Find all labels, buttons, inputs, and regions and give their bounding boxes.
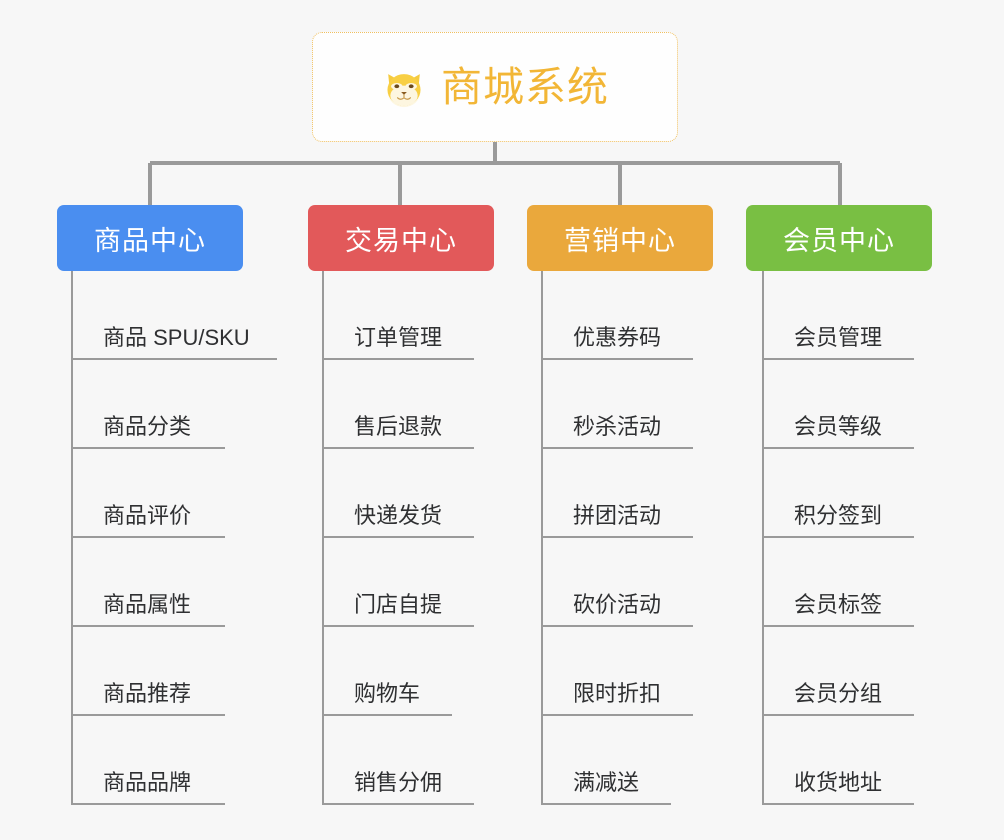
leaf-item[interactable]: 积分签到 xyxy=(746,449,946,538)
leaf-item[interactable]: 限时折扣 xyxy=(527,627,727,716)
leaf-item[interactable]: 订单管理 xyxy=(308,271,508,360)
leaf-label: 砍价活动 xyxy=(573,591,662,617)
leaf-underline xyxy=(71,447,225,449)
leaf-item[interactable]: 优惠券码 xyxy=(527,271,727,360)
leaf-label: 商品推荐 xyxy=(103,680,192,706)
leaf-item[interactable]: 商品推荐 xyxy=(57,627,277,716)
branch-column-2: 交易中心 订单管理 售后退款 快递发货 门店自提 购物车 xyxy=(308,205,494,805)
root-node[interactable]: 商城系统 xyxy=(312,32,678,142)
leaf-label: 商品 SPU/SKU xyxy=(103,324,250,350)
leaf-underline xyxy=(322,803,474,805)
leaf-underline xyxy=(762,536,914,538)
leaf-label: 会员标签 xyxy=(794,591,883,617)
leaf-label: 快递发货 xyxy=(354,502,443,528)
leaf-underline xyxy=(71,358,277,360)
leaf-underline xyxy=(322,447,474,449)
leaf-label: 收货地址 xyxy=(794,769,883,795)
leaf-item[interactable]: 商品评价 xyxy=(57,449,277,538)
leaf-underline xyxy=(541,358,693,360)
leaf-item[interactable]: 门店自提 xyxy=(308,538,508,627)
leaf-label: 积分签到 xyxy=(794,502,883,528)
leaf-item[interactable]: 会员标签 xyxy=(746,538,946,627)
branch-node-2-label: 交易中心 xyxy=(345,225,457,256)
branch-node-3-label: 营销中心 xyxy=(564,225,676,256)
root-title: 商城系统 xyxy=(441,63,609,110)
leaf-spine-3 xyxy=(541,271,543,805)
leaf-underline xyxy=(762,447,914,449)
shiba-dog-face-icon xyxy=(387,74,421,108)
leaf-underline xyxy=(71,536,225,538)
branch-node-2[interactable]: 交易中心 xyxy=(308,205,494,271)
leaf-item[interactable]: 会员分组 xyxy=(746,627,946,716)
leaf-label: 商品分类 xyxy=(103,413,192,439)
leaf-list-2: 订单管理 售后退款 快递发货 门店自提 购物车 销售分佣 xyxy=(308,271,508,805)
leaf-list-1: 商品 SPU/SKU 商品分类 商品评价 商品属性 商品推荐 商品品牌 xyxy=(57,271,277,805)
leaf-underline xyxy=(71,803,225,805)
leaf-item[interactable]: 销售分佣 xyxy=(308,716,508,805)
leaf-label: 限时折扣 xyxy=(573,680,662,706)
branch-node-4[interactable]: 会员中心 xyxy=(746,205,932,271)
leaf-underline xyxy=(762,714,914,716)
leaf-item[interactable]: 会员等级 xyxy=(746,360,946,449)
branch-column-4: 会员中心 会员管理 会员等级 积分签到 会员标签 会员分组 xyxy=(746,205,932,805)
leaf-label: 购物车 xyxy=(354,680,421,706)
leaf-spine-2 xyxy=(322,271,324,805)
leaf-label: 商品评价 xyxy=(103,502,192,528)
leaf-label: 秒杀活动 xyxy=(573,413,662,439)
leaf-underline xyxy=(541,536,693,538)
leaf-underline xyxy=(322,714,452,716)
leaf-label: 销售分佣 xyxy=(354,769,443,795)
branch-node-1-label: 商品中心 xyxy=(94,225,206,256)
leaf-label: 满减送 xyxy=(573,769,640,795)
branch-node-1[interactable]: 商品中心 xyxy=(57,205,243,271)
leaf-label: 会员等级 xyxy=(794,413,883,439)
leaf-underline xyxy=(762,803,914,805)
leaf-underline xyxy=(71,714,225,716)
leaf-item[interactable]: 满减送 xyxy=(527,716,727,805)
leaf-item[interactable]: 售后退款 xyxy=(308,360,508,449)
leaf-underline xyxy=(322,625,474,627)
leaf-label: 商品品牌 xyxy=(103,769,192,795)
leaf-underline xyxy=(322,358,474,360)
leaf-underline xyxy=(71,625,225,627)
leaf-item[interactable]: 商品 SPU/SKU xyxy=(57,271,277,360)
leaf-label: 门店自提 xyxy=(354,591,443,617)
leaf-label: 售后退款 xyxy=(354,413,443,439)
leaf-list-4: 会员管理 会员等级 积分签到 会员标签 会员分组 收货地址 xyxy=(746,271,946,805)
leaf-item[interactable]: 收货地址 xyxy=(746,716,946,805)
leaf-label: 会员分组 xyxy=(794,680,883,706)
leaf-item[interactable]: 商品分类 xyxy=(57,360,277,449)
leaf-item[interactable]: 购物车 xyxy=(308,627,508,716)
leaf-underline xyxy=(762,358,914,360)
leaf-underline xyxy=(541,714,693,716)
leaf-item[interactable]: 会员管理 xyxy=(746,271,946,360)
leaf-item[interactable]: 秒杀活动 xyxy=(527,360,727,449)
branch-column-1: 商品中心 商品 SPU/SKU 商品分类 商品评价 商品属性 商品推荐 xyxy=(57,205,277,805)
leaf-label: 订单管理 xyxy=(354,324,443,350)
leaf-item[interactable]: 砍价活动 xyxy=(527,538,727,627)
branch-node-3[interactable]: 营销中心 xyxy=(527,205,713,271)
leaf-item[interactable]: 商品属性 xyxy=(57,538,277,627)
leaf-item[interactable]: 商品品牌 xyxy=(57,716,277,805)
leaf-underline xyxy=(541,625,693,627)
leaf-label: 商品属性 xyxy=(103,591,192,617)
leaf-underline xyxy=(762,625,914,627)
leaf-label: 会员管理 xyxy=(794,324,883,350)
leaf-underline xyxy=(541,447,693,449)
leaf-label: 拼团活动 xyxy=(573,502,662,528)
leaf-item[interactable]: 拼团活动 xyxy=(527,449,727,538)
leaf-underline xyxy=(541,803,671,805)
leaf-item[interactable]: 快递发货 xyxy=(308,449,508,538)
branch-column-3: 营销中心 优惠券码 秒杀活动 拼团活动 砍价活动 限时折扣 xyxy=(527,205,713,805)
leaf-list-3: 优惠券码 秒杀活动 拼团活动 砍价活动 限时折扣 满减送 xyxy=(527,271,727,805)
leaf-spine-4 xyxy=(762,271,764,805)
leaf-underline xyxy=(322,536,474,538)
leaf-label: 优惠券码 xyxy=(573,324,662,350)
leaf-spine-1 xyxy=(71,271,73,805)
branch-node-4-label: 会员中心 xyxy=(783,225,895,256)
